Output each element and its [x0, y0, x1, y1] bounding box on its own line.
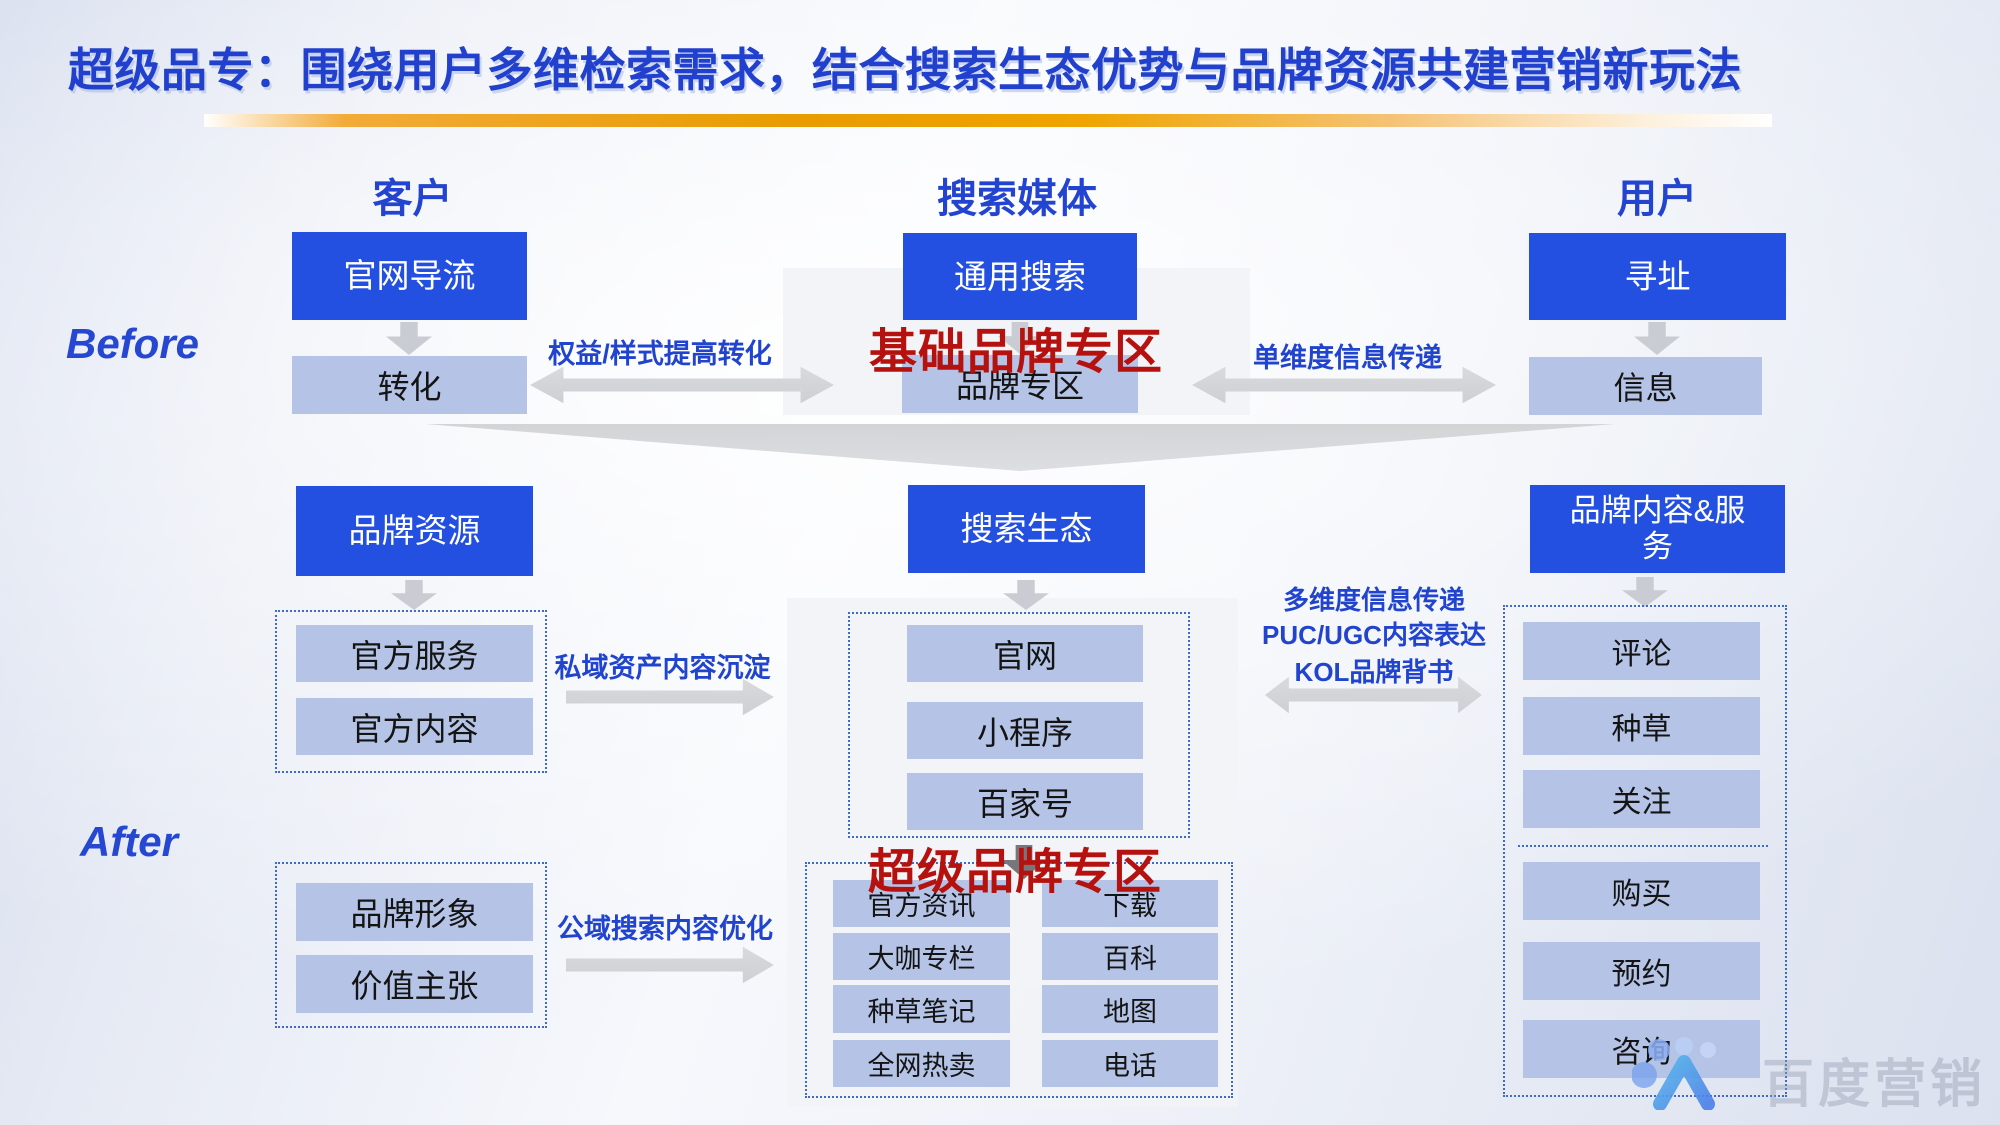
- seeding-box: 种草: [1523, 697, 1760, 755]
- multi-dim-label-line2: PUC/UGC内容表达: [1262, 620, 1486, 650]
- value-proposition-box: 价值主张: [296, 955, 533, 1013]
- before-label: Before: [66, 320, 200, 367]
- brand-resource-box: 品牌资源: [296, 486, 533, 576]
- purchase-box: 购买: [1523, 862, 1760, 920]
- column-header-customer: 客户: [372, 177, 453, 221]
- column-header-media: 搜索媒体: [937, 177, 1097, 221]
- rights-arrow-label: 权益/样式提高转化: [548, 339, 772, 369]
- down-arrow-icon: [391, 580, 437, 610]
- page-title: 超级品专：围绕用户多维检索需求，结合搜索生态优势与品牌资源共建营销新玩法: [68, 44, 1742, 96]
- after-label: After: [80, 818, 179, 865]
- phone-box: 电话: [1042, 1040, 1218, 1087]
- private-arrow-label: 私域资产内容沉淀: [554, 653, 771, 683]
- general-search-box: 通用搜索: [903, 233, 1137, 320]
- content-service-box: 品牌内容&服务: [1530, 485, 1785, 573]
- info-box: 信息: [1529, 357, 1762, 415]
- brand-image-group: [275, 862, 547, 1028]
- map-box: 地图: [1042, 985, 1218, 1033]
- kol-column-box: 大咖专栏: [833, 933, 1010, 980]
- brand-image-box: 品牌形象: [296, 883, 533, 941]
- hot-sale-box: 全网热卖: [833, 1040, 1010, 1087]
- official-site-box: 官网导流: [292, 232, 527, 320]
- section-chevron-icon: [425, 424, 1615, 471]
- column-header-user: 用户: [1617, 177, 1697, 221]
- super-brand-zone-overlay: 超级品牌专区: [867, 846, 1162, 899]
- comment-box: 评论: [1523, 622, 1760, 680]
- official-content-box: 官方内容: [296, 698, 533, 755]
- multi-dim-label-line1: 多维度信息传递: [1282, 585, 1465, 615]
- reservation-box: 预约: [1523, 942, 1760, 1000]
- follow-box: 关注: [1523, 770, 1760, 828]
- seeding-notes-box: 种草笔记: [833, 985, 1010, 1033]
- baike-box: 百科: [1042, 933, 1218, 980]
- basic-brand-zone-overlay: 基础品牌专区: [868, 326, 1163, 379]
- mini-program-box: 小程序: [907, 702, 1143, 759]
- brand-resource-group: [275, 610, 547, 773]
- addressing-box: 寻址: [1529, 233, 1786, 320]
- group-divider: [1518, 845, 1768, 847]
- official-news-box: 官方资讯: [833, 880, 1010, 927]
- search-eco-box: 搜索生态: [908, 485, 1145, 573]
- content-service-group: [1503, 605, 1787, 1097]
- brand-zone-box: 品牌专区: [902, 355, 1138, 413]
- content-service-label: 品牌内容&服务: [1569, 493, 1746, 564]
- title-underline-bar: [204, 114, 1772, 127]
- eco-group: [848, 612, 1190, 838]
- down-arrow-icon: [1622, 577, 1668, 607]
- official-service-box: 官方服务: [296, 625, 533, 682]
- public-arrow-label: 公域搜索内容优化: [557, 914, 773, 944]
- conversion-box: 转化: [292, 356, 527, 414]
- baidu-marketing-logo-icon: [1632, 1037, 1716, 1110]
- single-dim-arrow-label: 单维度信息传递: [1253, 343, 1442, 373]
- watermark-text: 百度营销: [1762, 1056, 1987, 1114]
- right-arrow-icon: [566, 946, 774, 984]
- download-box: 下载: [1042, 880, 1218, 927]
- baijiahao-box: 百家号: [907, 773, 1143, 830]
- down-arrow-icon: [1634, 322, 1680, 355]
- official-website-box: 官网: [907, 625, 1143, 682]
- multi-dim-label-line3: KOL品牌背书: [1294, 657, 1454, 687]
- down-arrow-icon: [386, 322, 432, 355]
